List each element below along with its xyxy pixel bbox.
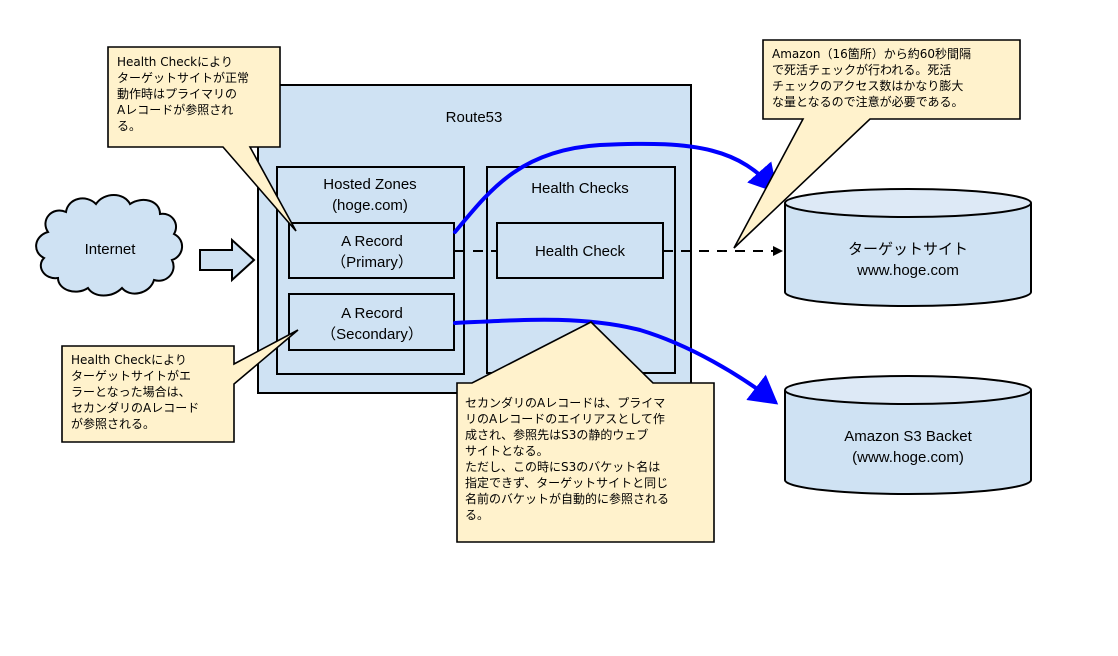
callout-alias-text: セカンダリのAレコードは、プライマ リのAレコードのエイリアスとして作 成され、… [465, 395, 673, 522]
a-record-secondary: A Record （Secondary） [288, 293, 455, 351]
callout-alias-note: セカンダリのAレコードは、プライマ リのAレコードのエイリアスとして作 成され、… [456, 321, 715, 543]
internet-cloud: Internet [35, 194, 183, 297]
a-record-primary: A Record （Primary） [288, 222, 455, 279]
block-arrow-icon [199, 237, 256, 283]
a-record-primary-role: （Primary） [331, 254, 413, 271]
cloud-icon [35, 194, 183, 297]
primary-route-flow [453, 141, 778, 234]
callout-secondary-text: Health Checkにより ターゲットサイトがエ ラーとなった場合は、 セカ… [71, 353, 203, 431]
route53-label: Route53 [446, 109, 503, 126]
callout-healthcheck-note: Amazon（16箇所）から約60秒間隔 で死活チェックが行われる。死活 チェッ… [733, 39, 1021, 249]
callout-primary-text: Health Checkにより ターゲットサイトが正常 動作時はプライマリの A… [117, 55, 253, 133]
callout-healthcheck-text: Amazon（16箇所）から約60秒間隔 で死活チェックが行われる。死活 チェッ… [772, 46, 975, 109]
secondary-route-flow [453, 317, 779, 405]
health-checks-title: Health Checks [531, 180, 629, 197]
s3-bucket-cylinder: Amazon S3 Backet (www.hoge.com) [784, 375, 1032, 495]
s3-bucket-domain: (www.hoge.com) [852, 449, 964, 466]
health-check-node: Health Check [496, 222, 664, 279]
callout-secondary-note: Health Checkにより ターゲットサイトがエ ラーとなった場合は、 セカ… [61, 329, 299, 443]
a-record-secondary-title: A Record [341, 305, 403, 322]
a-record-secondary-role: （Secondary） [321, 326, 423, 343]
callout-primary-note: Health Checkにより ターゲットサイトが正常 動作時はプライマリの A… [107, 46, 297, 232]
internet-label: Internet [85, 241, 137, 258]
s3-bucket-name: Amazon S3 Backet [844, 428, 972, 445]
hosted-zones-title: Hosted Zones [323, 176, 416, 193]
health-check-label: Health Check [535, 243, 626, 260]
a-record-primary-title: A Record [341, 233, 403, 250]
target-site-name: ターゲットサイト [848, 241, 968, 258]
target-site-domain: www.hoge.com [856, 262, 959, 279]
hosted-zones-domain: (hoge.com) [332, 197, 408, 214]
target-site-cylinder: ターゲットサイト www.hoge.com [784, 188, 1032, 307]
